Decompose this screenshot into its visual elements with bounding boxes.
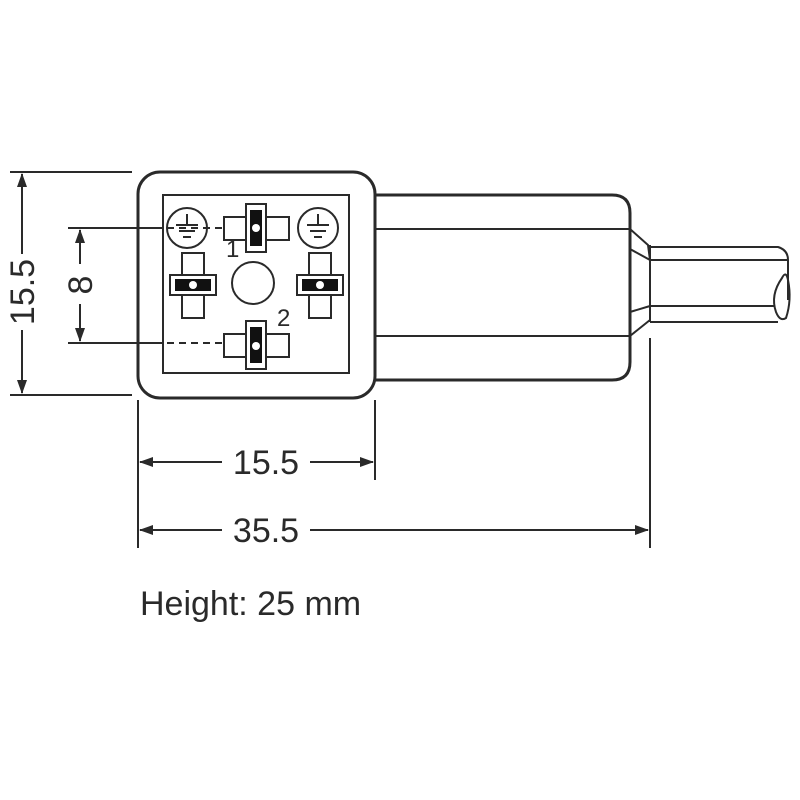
pin-label-2: 2 — [277, 305, 290, 332]
earth-ground-icon — [297, 207, 339, 249]
cable — [650, 246, 791, 323]
contact-pin-right — [296, 252, 344, 319]
cable-gland-collar — [629, 228, 651, 337]
dimension-face-width: 15.5 — [139, 444, 374, 482]
contact-pin-1 — [223, 203, 290, 253]
extension-lines — [10, 171, 651, 548]
contact-pin-2 — [223, 320, 290, 370]
center-screw-hole — [231, 261, 275, 305]
height-caption: Height: 25 mm — [140, 585, 361, 623]
dimension-total-length: 35.5 — [139, 512, 649, 550]
pin-label-1: 1 — [226, 236, 239, 263]
dimension-face-height: 15.5 — [4, 173, 42, 394]
dimension-pin-spacing: 8 — [62, 229, 100, 342]
svg-text:15.5: 15.5 — [233, 444, 299, 482]
connector-side-body — [375, 193, 632, 382]
contact-pin-left — [169, 252, 217, 319]
contact-face — [162, 194, 350, 374]
svg-text:15.5: 15.5 — [4, 259, 42, 325]
housing-outline — [136, 170, 377, 400]
svg-text:35.5: 35.5 — [233, 512, 299, 550]
svg-text:8: 8 — [62, 276, 100, 295]
